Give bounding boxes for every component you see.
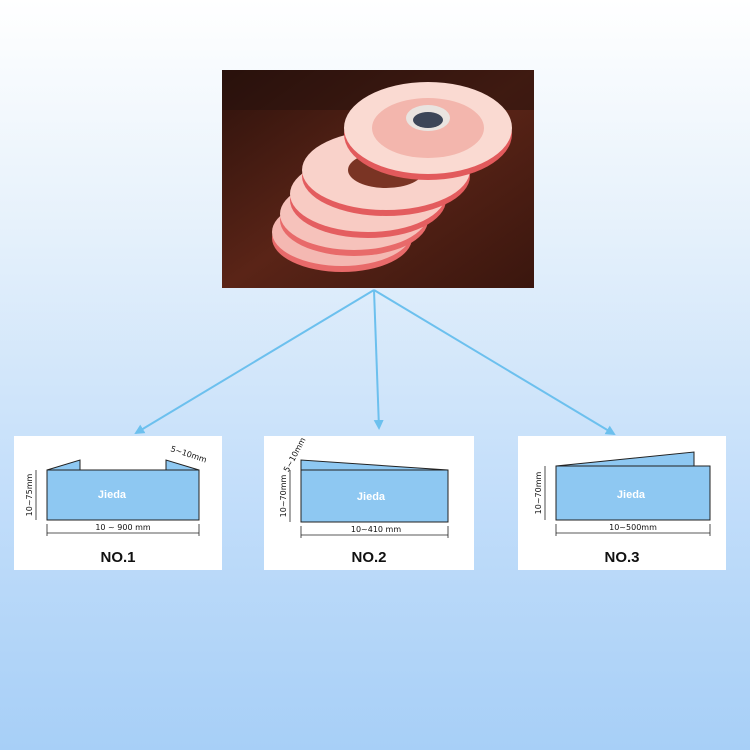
brand-label: Jieda xyxy=(98,489,127,501)
flap-dimension: 5~10mm xyxy=(169,444,208,464)
height-dimension: 10~70mm xyxy=(534,471,543,514)
tape-flap-right xyxy=(165,459,200,471)
length-dimension: 10~500mm xyxy=(609,523,657,532)
tape-type-card-no1: Jieda 10~75mm 10 ~ 900 mm 5~10mm NO.1 xyxy=(14,436,222,570)
tape-panel xyxy=(46,469,200,521)
tape-type-card-no2: Jieda 10~70mm 10~410 mm 5~10mm NO.2 xyxy=(264,436,474,570)
length-dimension: 10 ~ 900 mm xyxy=(95,523,151,532)
arrow-to-no3 xyxy=(373,289,616,436)
height-dimension: 10~70mm xyxy=(279,474,288,517)
length-dimension: 10~410 mm xyxy=(351,525,401,534)
tape-panel xyxy=(300,469,449,523)
card-caption: NO.2 xyxy=(351,549,387,566)
tape-roll xyxy=(344,82,512,180)
height-dimension: 10~75mm xyxy=(25,473,34,516)
tape-flap xyxy=(300,459,449,471)
tape-flap xyxy=(555,451,695,467)
card-caption: NO.1 xyxy=(100,549,136,566)
arrow-to-no2 xyxy=(373,289,384,430)
tape-flap-left xyxy=(46,459,81,471)
brand-label: Jieda xyxy=(617,489,646,501)
arrow-to-no1 xyxy=(134,289,375,435)
brand-label: Jieda xyxy=(357,491,386,503)
tape-type-card-no3: Jieda 10~70mm 10~500mm NO.3 xyxy=(518,436,726,570)
tape-panel xyxy=(555,465,711,521)
card-caption: NO.3 xyxy=(604,549,640,566)
tape-rolls-photo xyxy=(222,70,534,288)
